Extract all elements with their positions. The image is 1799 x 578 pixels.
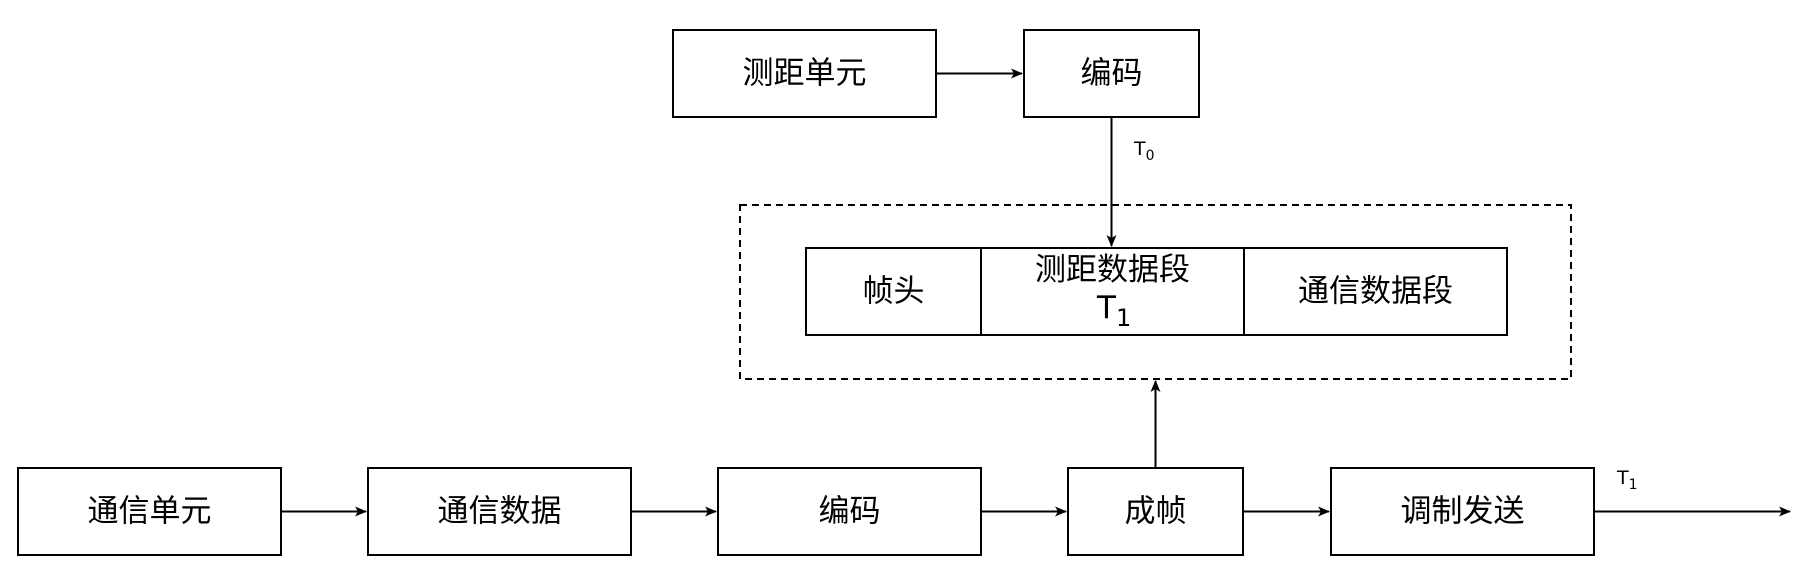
encode-top-label: 编码: [1081, 56, 1143, 92]
modulate-send-label: 调制发送: [1401, 494, 1525, 530]
framing-label: 成帧: [1125, 494, 1187, 530]
t1-output-label: T1: [1616, 467, 1638, 493]
frame-header-label: 帧头: [863, 274, 925, 310]
ranging-unit-label: 测距单元: [743, 56, 867, 92]
modulate-send-node: 调制发送: [1330, 467, 1595, 556]
t0-subscript: 0: [1146, 148, 1155, 164]
framing-node: 成帧: [1067, 467, 1244, 556]
comm-data-label: 通信数据: [438, 494, 562, 530]
ranging-segment-label: 测距数据段: [1035, 252, 1190, 288]
comm-unit-label: 通信单元: [88, 494, 212, 530]
ranging-segment-t1: T1: [1096, 290, 1131, 332]
comm-segment-label: 通信数据段: [1298, 274, 1453, 310]
seg-t1-subscript: 1: [1116, 304, 1131, 332]
ranging-data-segment: 测距数据段 T1: [980, 247, 1245, 336]
frame-header-segment: 帧头: [805, 247, 982, 336]
comm-unit-node: 通信单元: [17, 467, 282, 556]
t0-label: T0: [1133, 138, 1155, 164]
encode-bottom-node: 编码: [717, 467, 982, 556]
t1-subscript: 1: [1629, 477, 1638, 493]
t0-base: T: [1133, 138, 1146, 160]
ranging-unit-node: 测距单元: [672, 29, 937, 118]
seg-t1-base: T: [1096, 290, 1117, 326]
comm-data-segment: 通信数据段: [1243, 247, 1508, 336]
frame-structure-container: [739, 204, 1572, 380]
encode-top-node: 编码: [1023, 29, 1200, 118]
t1-base: T: [1616, 467, 1629, 489]
comm-data-node: 通信数据: [367, 467, 632, 556]
encode-bottom-label: 编码: [819, 494, 881, 530]
